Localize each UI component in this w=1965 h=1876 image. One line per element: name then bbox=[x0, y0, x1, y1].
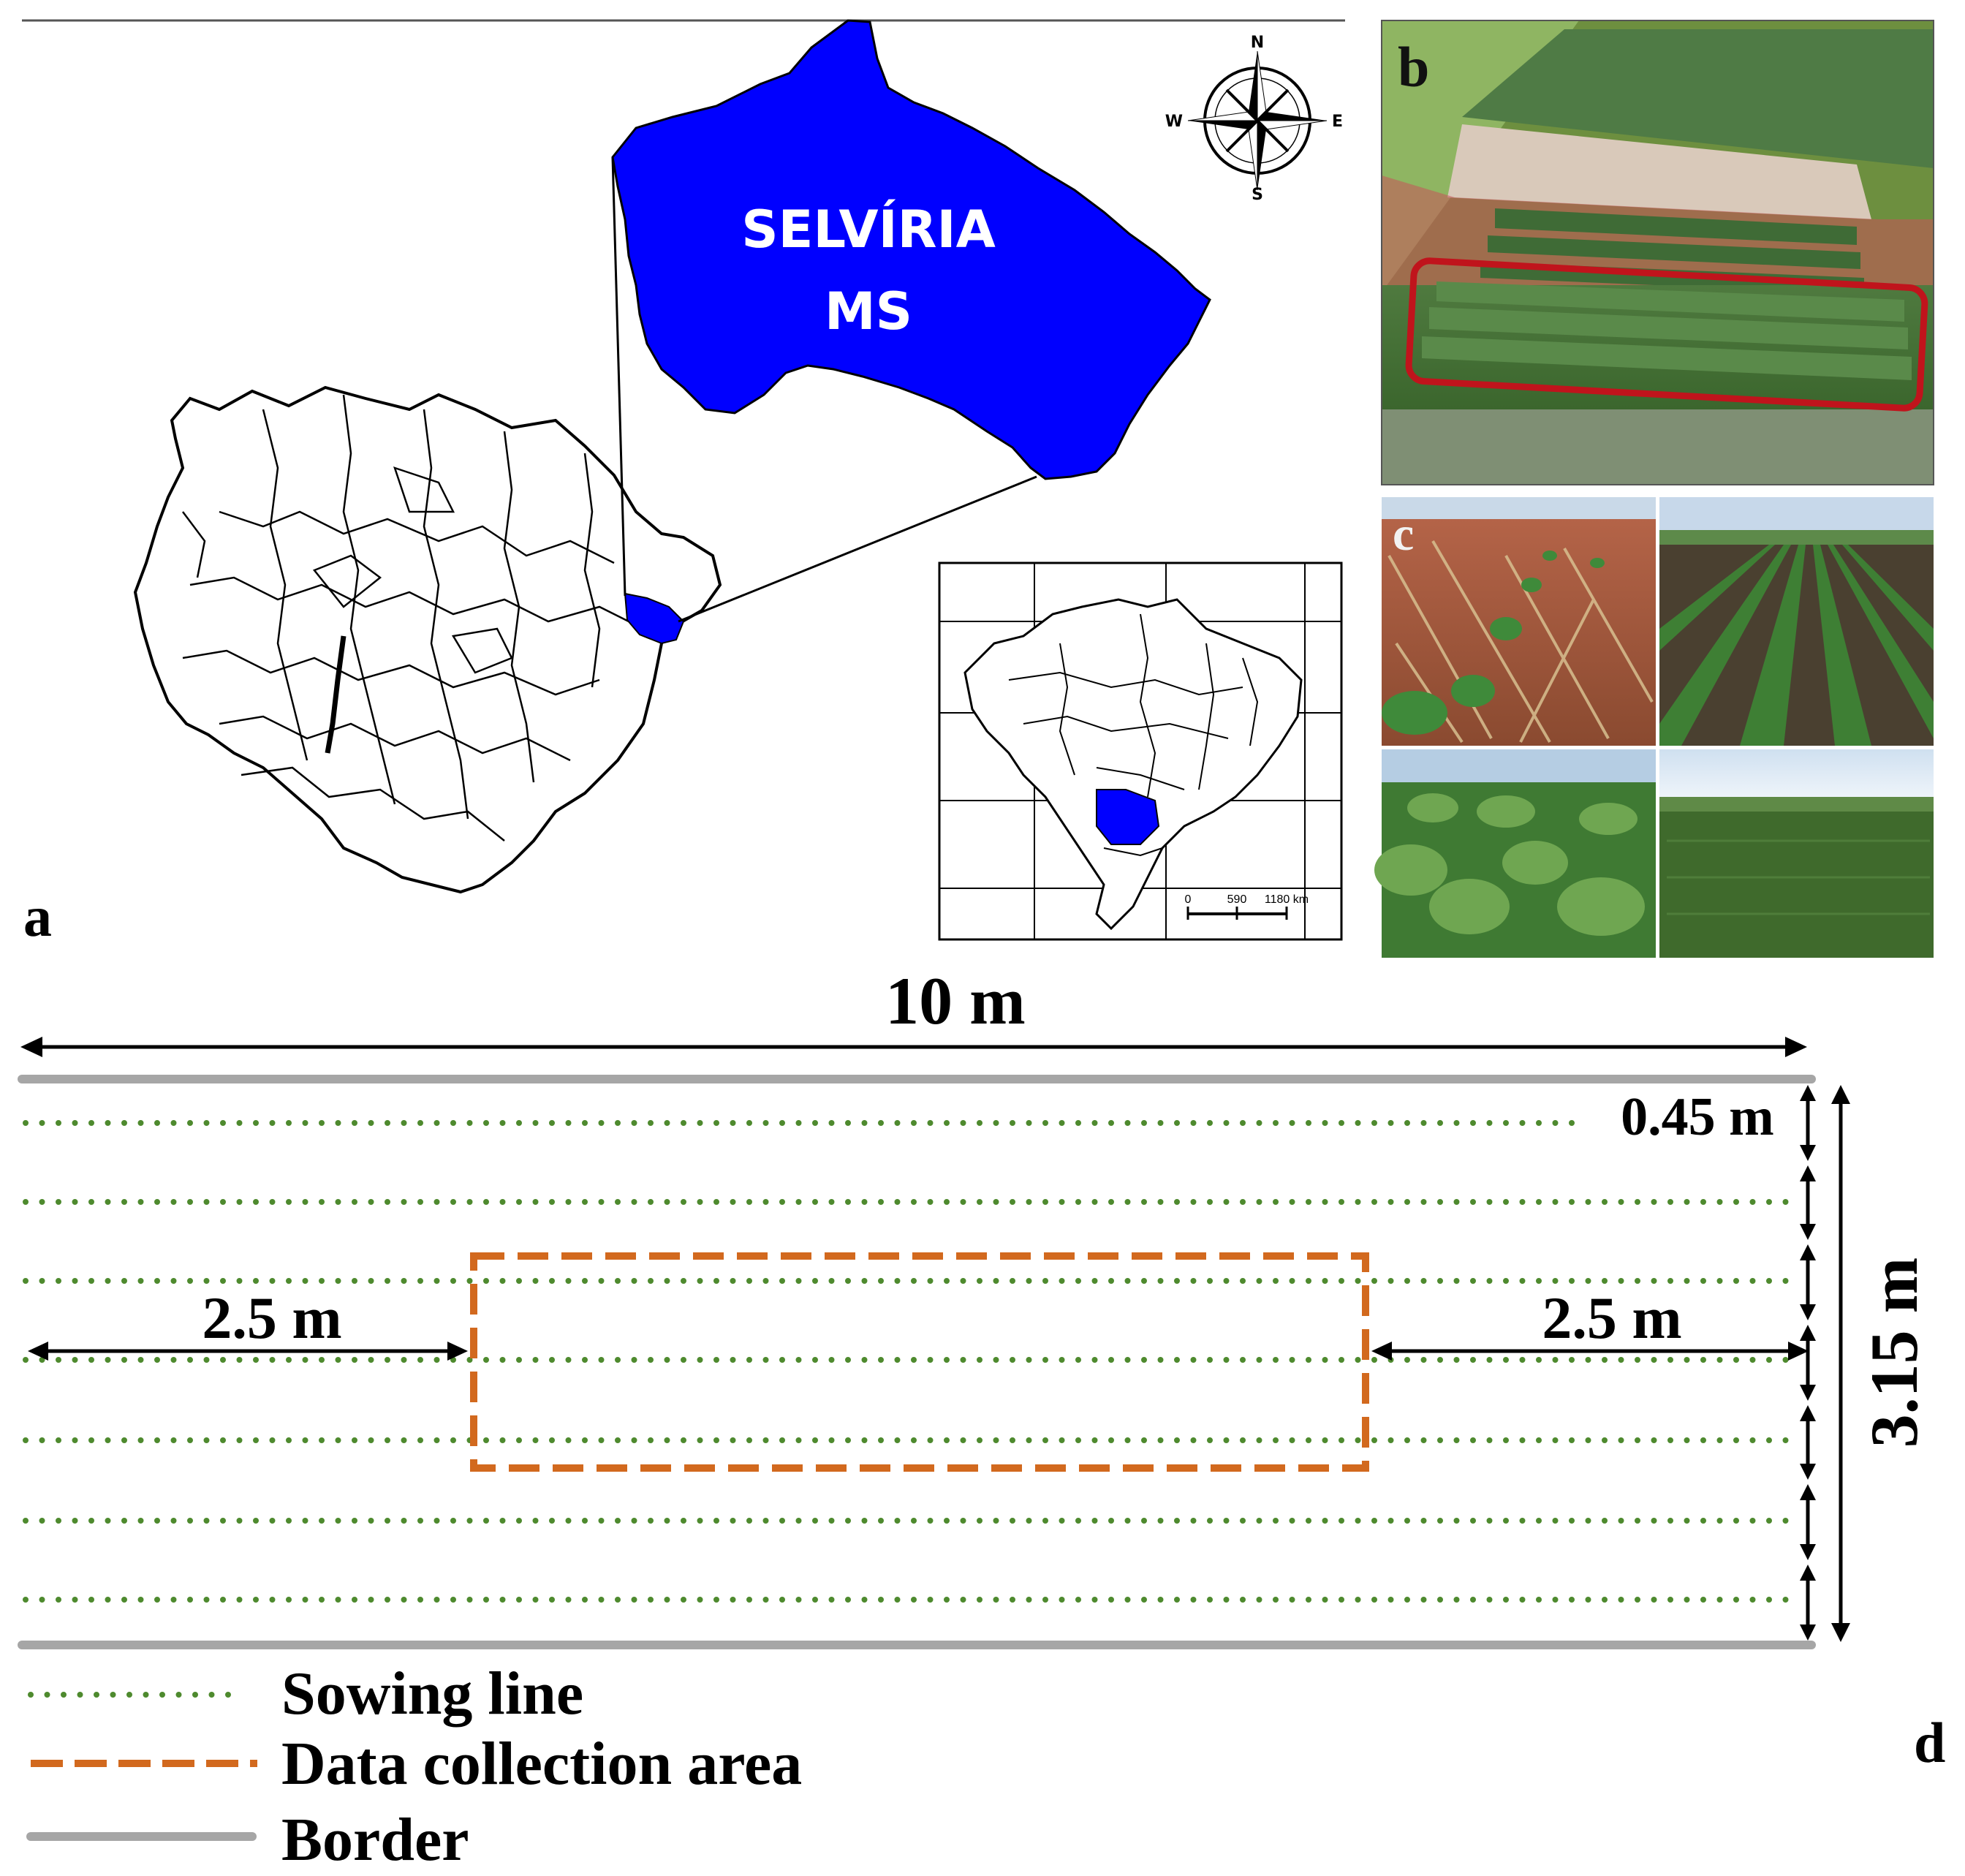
ms-inset-highlight bbox=[1096, 789, 1160, 845]
municipal-boundaries bbox=[182, 394, 644, 841]
right-margin-label: 2.5 m bbox=[1542, 1285, 1681, 1351]
panel-d-plot-layout: 10 m 2.5 m 2.5 m 0.45 m bbox=[18, 964, 1945, 1874]
legend: Sowing line Data collection area Border bbox=[26, 1660, 802, 1874]
legend-data-area-label: Data collection area bbox=[281, 1730, 802, 1798]
selviria-label: SELVÍRIA bbox=[741, 200, 996, 260]
height-dimension-label: 3.15 m bbox=[1857, 1257, 1931, 1448]
scale-bar: 0 590 1180 km bbox=[1185, 893, 1309, 920]
compass-s-label: S bbox=[1252, 186, 1263, 204]
river-line bbox=[325, 635, 347, 754]
width-dimension-label: 10 m bbox=[885, 964, 1026, 1038]
photo-mature-field bbox=[1659, 749, 1934, 958]
data-collection-area bbox=[470, 1252, 1369, 1472]
panel-label-d: d bbox=[1914, 1711, 1945, 1774]
scale-tick-2: 1180 km bbox=[1265, 893, 1309, 906]
left-margin-label: 2.5 m bbox=[202, 1285, 341, 1351]
brazil-outline bbox=[963, 598, 1303, 931]
legend-sowing-label: Sowing line bbox=[281, 1660, 583, 1728]
photo-seedlings: c bbox=[1382, 497, 1656, 746]
sowing-lines bbox=[23, 1120, 1794, 1603]
row-spacing-label: 0.45 m bbox=[1621, 1087, 1774, 1147]
scale-tick-1: 590 bbox=[1227, 893, 1247, 906]
row-spacing-arrowheads bbox=[1800, 1085, 1816, 1641]
ms-label: MS bbox=[825, 281, 912, 341]
compass-rose-icon: N S E W bbox=[1165, 34, 1343, 204]
brazil-inset-map: 0 590 1180 km bbox=[938, 561, 1343, 941]
legend-border-label: Border bbox=[281, 1806, 469, 1874]
panel-a-map: SELVÍRIA MS N S E W bbox=[22, 19, 1345, 948]
zoom-line-lower bbox=[678, 475, 1037, 623]
photo-canopy-closeup bbox=[1374, 749, 1656, 958]
panel-c-crop-photos: c bbox=[1374, 497, 1934, 958]
photo-young-rows bbox=[1659, 497, 1934, 746]
zoom-line-upper bbox=[611, 156, 626, 597]
scale-tick-0: 0 bbox=[1185, 893, 1192, 906]
panel-b-aerial-photo: b bbox=[1381, 20, 1934, 485]
panel-label-a: a bbox=[23, 885, 52, 948]
selviria-enlarged-map bbox=[611, 19, 1211, 480]
panel-label-b: b bbox=[1398, 35, 1429, 99]
compass-e-label: E bbox=[1332, 113, 1343, 131]
selviria-small-highlight bbox=[624, 592, 685, 645]
experimental-plot-highlight bbox=[1405, 257, 1928, 412]
compass-w-label: W bbox=[1165, 113, 1183, 131]
compass-n-label: N bbox=[1251, 34, 1264, 52]
panel-label-c: c bbox=[1393, 507, 1414, 561]
state-outline bbox=[133, 385, 722, 894]
